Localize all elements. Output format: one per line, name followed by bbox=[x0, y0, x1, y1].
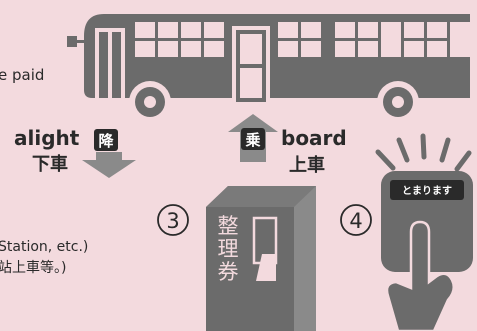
alight-badge bbox=[94, 129, 118, 151]
boarding-jp-text-fragment: 站上車等。) bbox=[0, 259, 66, 276]
ticket-label-char-1: 整 bbox=[218, 214, 239, 238]
bus-illustration bbox=[67, 14, 470, 123]
ticket-label-char-2: 理 bbox=[218, 237, 239, 261]
step-3-marker: 3 bbox=[157, 204, 189, 236]
bus-front-wheel bbox=[129, 81, 171, 123]
ticket-icon bbox=[256, 254, 276, 281]
board-label: board bbox=[281, 126, 347, 150]
pointing-hand-icon bbox=[385, 220, 456, 331]
step-4-marker: 4 bbox=[340, 204, 372, 236]
bus-front-door bbox=[95, 28, 125, 102]
ticket-machine-illustration: 整 理 券 bbox=[206, 186, 316, 331]
stop-button-label: とまります bbox=[402, 185, 452, 197]
alight-jp-label: 下車 bbox=[32, 153, 68, 175]
stop-button-face bbox=[390, 180, 464, 200]
step-3-number: 3 bbox=[166, 209, 179, 233]
board-badge-text: 乗 bbox=[245, 131, 260, 149]
fare-paid-text-fragment: e paid bbox=[0, 66, 44, 84]
alight-label: alight bbox=[14, 126, 80, 150]
station-text-fragment: Station, etc.) bbox=[0, 239, 88, 255]
bus-windows-rear bbox=[278, 22, 470, 57]
alight-badge-text: 降 bbox=[98, 132, 114, 150]
board-badge bbox=[241, 128, 265, 150]
step-4-number: 4 bbox=[349, 209, 362, 233]
stop-button-rays-icon bbox=[375, 133, 472, 172]
bus-mirror bbox=[67, 36, 77, 47]
bus-middle-door bbox=[232, 26, 270, 106]
ticket-label-char-3: 券 bbox=[218, 260, 239, 284]
bus-rear-wheel bbox=[377, 81, 419, 123]
board-jp-label: 上車 bbox=[289, 154, 325, 176]
bus-windows-front bbox=[135, 22, 224, 57]
stop-button-illustration: とまります bbox=[375, 133, 473, 331]
alight-arrow-down-icon bbox=[82, 152, 136, 178]
